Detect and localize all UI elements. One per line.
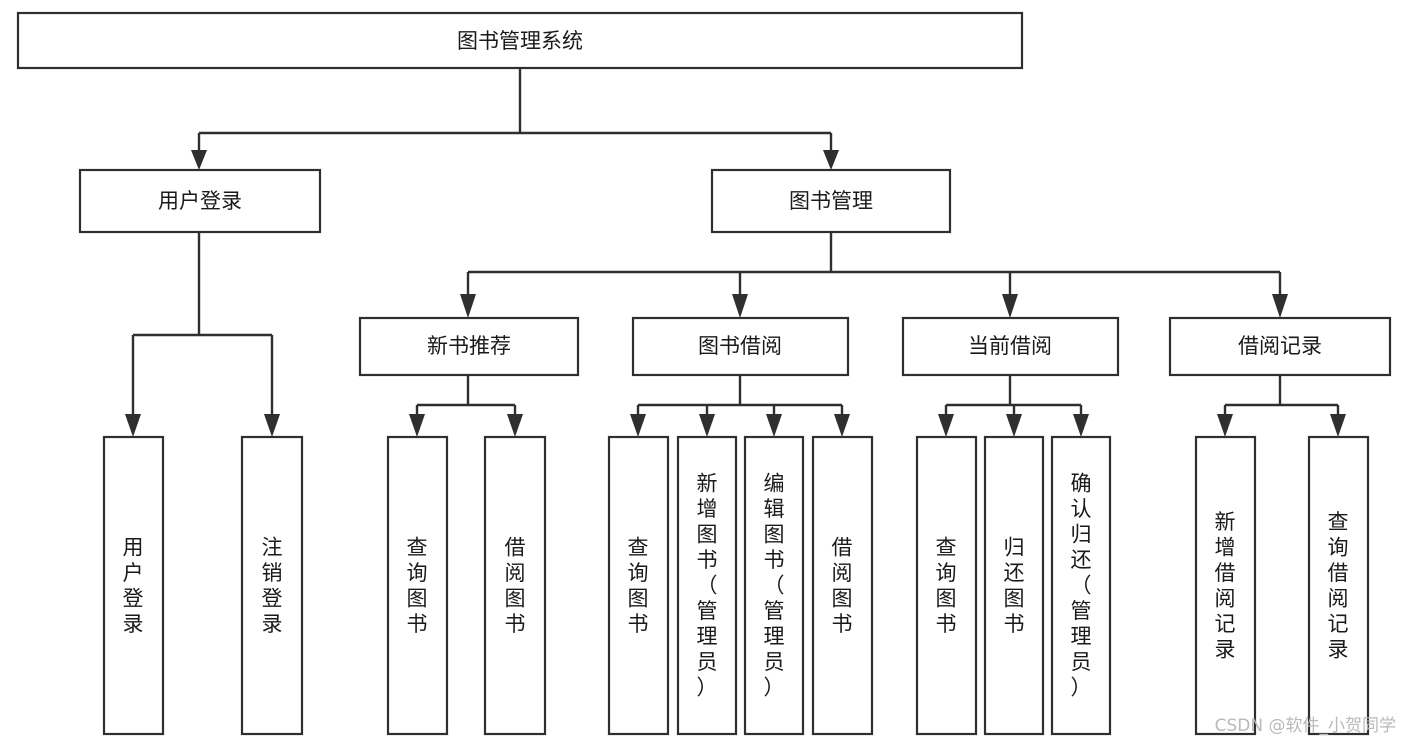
node-current-borrow-label: 当前借阅 [968,334,1052,358]
node-new-book-recommend-label: 新书推荐 [427,334,511,358]
connector-group-borrow-record [1217,375,1346,437]
node-leaf-return-book-box[interactable] [983,435,1045,736]
node-leaf-query-book-bb-label: 查询图书 [628,535,649,636]
node-leaf-user-login-box[interactable] [102,435,165,736]
node-leaf-confirm-return-label: 确认归还（管理员） [1071,472,1092,700]
arrow-head-nbr-borrow [507,414,523,437]
arrow-head-to-current-borrow [1002,294,1018,318]
arrow-head-bb-add [699,414,715,437]
node-leaf-query-book-rec-label: 查询图书 [407,535,428,636]
connector-group-book-borrow [630,375,850,437]
arrow-head-br-add [1217,414,1233,437]
node-leaf-query-borrow-record-label: 查询借阅记录 [1328,510,1349,662]
connector-group-book-mgmt [460,232,1288,318]
arrow-head-bb-borrow [834,414,850,437]
node-leaf-edit-book-box[interactable] [743,435,805,736]
node-leaf-borrow-book-rec[interactable]: 借阅图书 [483,435,547,736]
arrow-head-to-book-borrow [732,294,748,318]
node-leaf-add-book-label: 新增图书（管理员） [697,472,718,700]
arrow-head-cb-confirm [1073,414,1089,437]
node-leaf-confirm-return[interactable]: 确认归还（管理员） [1050,435,1112,736]
arrow-head-to-book-mgmt [823,150,839,170]
node-leaf-return-book[interactable]: 归还图书 [983,435,1045,736]
node-leaf-query-borrow-record[interactable]: 查询借阅记录 [1307,435,1370,736]
node-leaf-return-book-label: 归还图书 [1004,535,1025,636]
node-book-management[interactable]: 图书管理 [710,168,952,234]
node-user-login-box[interactable] [78,168,322,234]
node-leaf-user-login-label: 用户登录 [123,535,144,636]
node-leaf-add-book[interactable]: 新增图书（管理员） [676,435,738,736]
arrow-head-to-new-book-rec [460,294,476,318]
node-new-book-recommend[interactable]: 新书推荐 [358,316,580,377]
node-leaf-query-book-rec[interactable]: 查询图书 [386,435,449,736]
node-book-management-box[interactable] [710,168,952,234]
arrow-head-nbr-query [409,414,425,437]
arrow-head-br-query [1330,414,1346,437]
node-leaf-add-borrow-record[interactable]: 新增借阅记录 [1194,435,1257,736]
node-leaf-borrow-book-rec-box[interactable] [483,435,547,736]
node-leaf-user-login[interactable]: 用户登录 [102,435,165,736]
node-new-book-recommend-box[interactable] [358,316,580,377]
node-leaf-edit-book[interactable]: 编辑图书（管理员） [743,435,805,736]
node-user-login-label: 用户登录 [158,189,242,213]
node-user-login[interactable]: 用户登录 [78,168,322,234]
node-borrow-record-label: 借阅记录 [1238,334,1322,358]
node-book-borrow-box[interactable] [631,316,850,377]
node-leaf-query-book-cb[interactable]: 查询图书 [915,435,978,736]
node-leaf-borrow-book-bb-label: 借阅图书 [832,535,853,636]
arrow-head-to-user-login [191,150,207,170]
node-leaf-borrow-book-bb-box[interactable] [811,435,874,736]
arrow-head-bb-edit [766,414,782,437]
arrow-head-to-borrow-record [1272,294,1288,318]
node-book-management-label: 图书管理 [789,189,873,213]
node-leaf-borrow-book-rec-label: 借阅图书 [505,535,526,636]
node-leaf-query-book-bb[interactable]: 查询图书 [607,435,670,736]
node-leaf-query-book-cb-label: 查询图书 [936,535,957,636]
node-leaf-add-borrow-record-box[interactable] [1194,435,1257,736]
node-leaf-logout-box[interactable] [240,435,304,736]
node-leaf-logout[interactable]: 注销登录 [240,435,304,736]
connector-group-current-borrow [938,375,1089,437]
node-leaf-query-book-cb-box[interactable] [915,435,978,736]
node-root-box[interactable] [16,11,1024,70]
node-borrow-record-box[interactable] [1168,316,1392,377]
node-leaf-logout-label: 注销登录 [262,535,283,636]
node-leaf-confirm-return-box[interactable] [1050,435,1112,736]
node-leaf-edit-book-label: 编辑图书（管理员） [764,472,785,700]
arrow-head-leaf-user-login [125,414,141,437]
node-leaf-query-book-bb-box[interactable] [607,435,670,736]
arrow-head-cb-return [1006,414,1022,437]
node-leaf-borrow-book-bb[interactable]: 借阅图书 [811,435,874,736]
node-leaf-add-book-box[interactable] [676,435,738,736]
node-book-borrow[interactable]: 图书借阅 [631,316,850,377]
node-root[interactable]: 图书管理系统 [16,11,1024,70]
arrow-head-cb-query [938,414,954,437]
node-leaf-add-borrow-record-label: 新增借阅记录 [1215,510,1236,662]
node-borrow-record[interactable]: 借阅记录 [1168,316,1392,377]
node-current-borrow[interactable]: 当前借阅 [901,316,1120,377]
connector-group-user-login [125,232,280,437]
node-current-borrow-box[interactable] [901,316,1120,377]
node-leaf-query-borrow-record-box[interactable] [1307,435,1370,736]
arrow-head-bb-query [630,414,646,437]
node-leaf-query-book-rec-box[interactable] [386,435,449,736]
connector-group-new-book-rec [409,375,523,437]
node-root-label: 图书管理系统 [457,29,583,53]
node-book-borrow-label: 图书借阅 [698,334,782,358]
connector-group-root [191,68,839,170]
arrow-head-leaf-logout [264,414,280,437]
csdn-watermark: CSDN @软件_小贺同学 [1215,716,1396,736]
